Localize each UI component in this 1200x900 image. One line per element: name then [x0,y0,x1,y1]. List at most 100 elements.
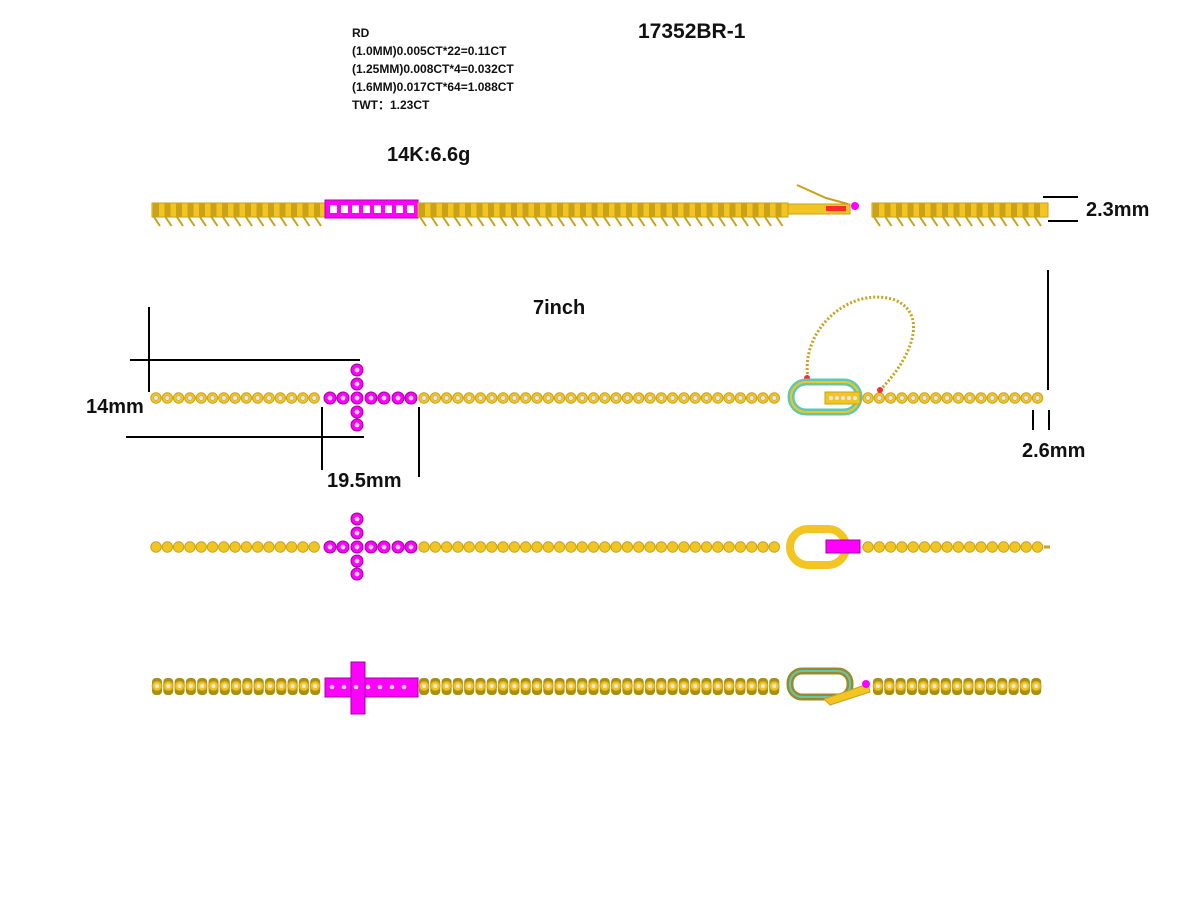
cross-stone-facet [408,544,414,550]
chain-bead [952,541,965,553]
side-link [603,203,609,217]
cross-perspective-stone [389,684,395,690]
chain-bead [474,541,487,553]
side-link [187,203,194,217]
chain-bead [452,541,464,553]
chain-bead [486,541,498,553]
clasp-red-detail [826,206,846,211]
cross-stone-facet [354,422,360,428]
bead-diamond [888,395,894,401]
side-prong [919,216,927,227]
chain-bead [723,541,735,553]
chain-bead [565,541,577,553]
side-link [522,203,529,217]
side-prong [1022,216,1031,227]
bead-diamond [1034,395,1041,401]
chain-bead [689,541,701,553]
side-link [534,203,540,217]
side-prong [672,216,680,227]
perspective-diamond [876,684,880,688]
chain-bead [263,541,275,553]
chain-bead [941,541,953,553]
cross-stone-facet [408,395,414,401]
chain-bead [184,541,196,553]
bead-diamond [658,395,664,401]
side-link [976,203,983,217]
clasp-tongue-stone [829,396,833,400]
chain-bead [1020,541,1032,553]
side-prong [976,216,985,227]
side-prong [718,216,726,227]
perspective-diamond [422,684,426,688]
perspective-diamond [1011,684,1016,688]
side-prong [245,216,253,227]
chain-bead [907,541,919,553]
side-link [222,203,228,217]
side-view [151,184,1049,227]
side-link [245,203,251,217]
cross-stone-facet [340,395,346,401]
clasp-perspective-tongue [823,683,871,706]
perspective-diamond [501,684,506,688]
side-prong [557,216,565,227]
chain-bead [553,541,566,553]
chain-bead [918,541,931,553]
clasp-lever [796,184,849,205]
perspective-diamond [738,684,743,688]
cross-height-label: 14mm [86,396,144,418]
bead-diamond [921,395,928,401]
cross-stone-facet [354,571,360,577]
side-prong [499,216,508,227]
side-link [499,203,506,217]
side-link [919,203,925,217]
chain-bead [285,541,298,553]
cross-stone-facet [395,544,401,550]
side-link [637,203,644,217]
chain-bead [678,541,690,553]
perspective-diamond [568,684,573,688]
chain-bead [195,541,207,553]
bead-diamond [602,395,608,401]
bead-diamond [153,395,159,401]
bead-diamond [289,395,295,401]
side-prong [210,216,219,227]
chain-bead [896,541,908,553]
side-prong [752,216,761,227]
perspective-diamond [455,684,460,688]
bead-diamond [899,395,905,401]
side-link [580,203,586,217]
perspective-diamond [234,684,239,688]
cross-side-stone [407,205,414,213]
perspective-view [151,661,1042,715]
perspective-diamond [648,684,652,688]
side-link [256,203,263,217]
side-prong [545,216,554,227]
side-prong [268,216,276,227]
bead-diamond [221,395,227,401]
perspective-diamond [279,684,284,688]
bead-diamond [726,395,732,401]
side-height-label: 2.3mm [1086,199,1150,221]
chain-bead [587,541,600,553]
bead-diamond [164,395,170,401]
bead-diamond [311,395,317,401]
cross-stone-facet [381,395,387,401]
perspective-diamond [489,684,494,688]
bead-diamond [300,395,306,401]
clasp-tongue-metal [825,539,861,554]
side-link [419,203,425,217]
bead-diamond [232,395,238,401]
cross-perspective-bar [324,677,419,698]
side-prong [965,216,973,227]
bead-diamond [989,395,995,401]
chain-bead [655,541,667,553]
side-prong [660,216,669,227]
side-prong [476,216,485,227]
cross-perspective-stone [329,684,335,690]
side-link [268,203,274,217]
side-link [729,203,736,217]
side-link [314,203,320,217]
dimension-lines [126,196,1078,477]
perspective-diamond [749,684,754,688]
